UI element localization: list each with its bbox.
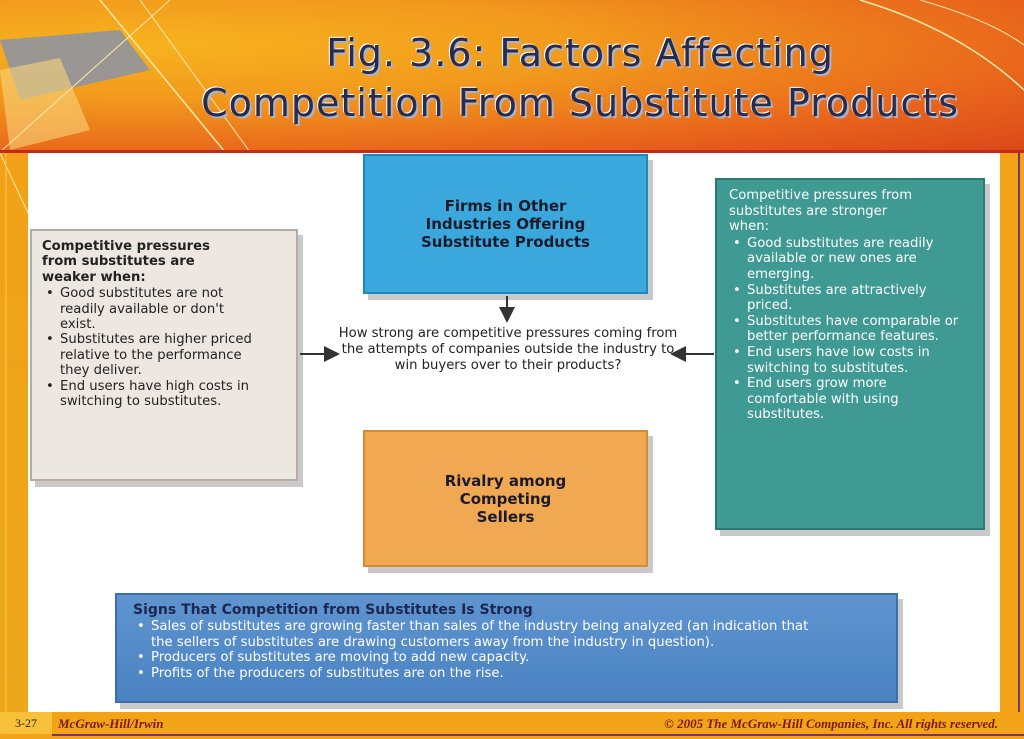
list-item: End users have low costs in switching to… (729, 345, 947, 376)
list-item: Substitutes are attractively priced. (729, 283, 947, 314)
slide-number: 3-27 (0, 712, 52, 734)
header-rule (0, 150, 1024, 153)
footer-publisher: McGraw-Hill/Irwin (58, 716, 164, 731)
list-item: Substitutes are higher priced relative t… (42, 332, 275, 378)
list-item: Producers of substitutes are moving to a… (133, 650, 880, 666)
slide-footer: 3-27 McGraw-Hill/Irwin © 2005 The McGraw… (0, 712, 1024, 739)
weaker-heading: Competitive pressures from substitutes a… (42, 239, 210, 285)
list-item: Good substitutes are readily available o… (729, 236, 947, 283)
list-item: End users grow more comfortable with usi… (729, 376, 927, 423)
footer-rule (52, 734, 1024, 736)
slide-title: Fig. 3.6: Factors Affecting Competition … (150, 28, 1010, 128)
firms-substitute-products-box: Firms in Other Industries Offering Subst… (363, 154, 648, 294)
right-side-strip (1000, 153, 1024, 712)
rivalry-box: Rivalry among Competing Sellers (363, 430, 648, 567)
footer-copyright: © 2005 The McGraw-Hill Companies, Inc. A… (664, 716, 998, 731)
left-side-strip (0, 153, 28, 712)
stronger-heading: Competitive pressures from substitutes a… (729, 188, 913, 235)
signs-strong-competition-box: Signs That Competition from Substitutes … (115, 593, 898, 703)
list-item: End users have high costs in switching t… (42, 379, 270, 410)
list-item: Substitutes have comparable or better pe… (729, 314, 967, 345)
list-item: Good substitutes are not readily availab… (42, 286, 260, 332)
slide-header: Fig. 3.6: Factors Affecting Competition … (0, 0, 1024, 152)
stronger-list: Good substitutes are readily available o… (729, 236, 971, 423)
signs-list: Sales of substitutes are growing faster … (133, 619, 880, 681)
signs-heading: Signs That Competition from Substitutes … (133, 602, 533, 618)
title-line-1: Fig. 3.6: Factors Affecting (326, 31, 834, 75)
title-line-2: Competition From Substitute Products (201, 81, 959, 125)
rivalry-box-label: Rivalry among Competing Sellers (444, 471, 567, 526)
center-question: How strong are competitive pressures com… (338, 326, 678, 373)
weaker-pressures-box: Competitive pressures from substitutes a… (30, 229, 298, 481)
header-decoration (0, 0, 1024, 152)
list-item: Profits of the producers of substitutes … (133, 666, 880, 682)
right-side-rule (1018, 153, 1020, 723)
weaker-list: Good substitutes are not readily availab… (42, 286, 286, 409)
stronger-pressures-box: Competitive pressures from substitutes a… (715, 178, 985, 530)
list-item: Sales of substitutes are growing faster … (133, 619, 831, 650)
firms-box-label: Firms in Other Industries Offering Subst… (421, 197, 590, 251)
